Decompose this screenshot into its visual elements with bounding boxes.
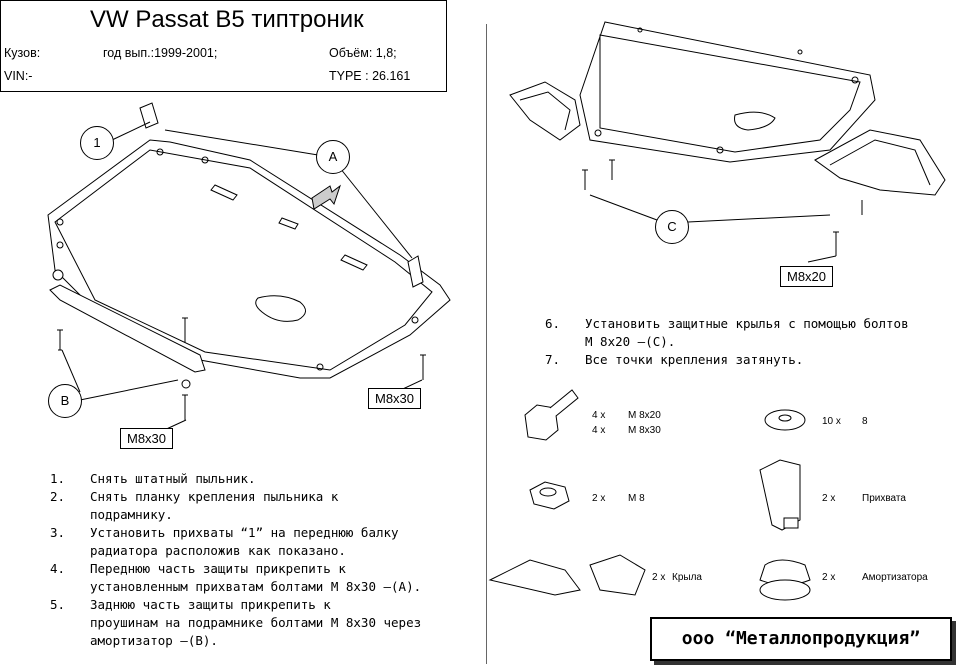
callout-a: A <box>316 140 350 174</box>
bolt-label-m8x20: M8x20 <box>780 266 834 287</box>
body-label: Кузов: <box>4 46 41 60</box>
page-title: VW Passat B5 типтроник <box>90 6 364 33</box>
steps-right: 6.Установить защитные крылья с помощью б… <box>545 316 909 367</box>
kit-washers-qty: 10 x <box>822 416 841 427</box>
kit-dampers-name: Амортизатора <box>862 572 928 583</box>
callout-b: B <box>48 384 82 418</box>
kit-bolts-name1: M 8x20 <box>628 410 661 421</box>
kit-nuts-qty: 2 x <box>592 493 606 504</box>
header-box <box>0 0 447 92</box>
kit-brackets-qty: 2 x <box>822 493 836 504</box>
bolt-label-m8x30-right: M8x30 <box>368 388 422 409</box>
kit-bolts-qty2: 4 x <box>592 425 606 436</box>
step-3: 3.Установить прихваты “1” на переднюю ба… <box>50 525 399 540</box>
callout-1: 1 <box>80 126 114 160</box>
column-divider <box>486 24 487 664</box>
steps-left: 1.Снять штатный пыльник. 2.Снять планку … <box>50 471 422 648</box>
kit-bolts-qty1: 4 x <box>592 410 606 421</box>
kit-icons <box>488 389 811 601</box>
step-7: 7.Все точки крепления затянуть. <box>545 352 804 367</box>
step-5: 5.Заднюю часть защиты прикрепить к <box>50 597 331 612</box>
skid-plate-drawing <box>47 102 451 433</box>
step-6: 6.Установить защитные крылья с помощью б… <box>545 316 909 331</box>
type-label: TYPE : 26.161 <box>329 69 411 83</box>
kit-washers-name: 8 <box>862 416 868 427</box>
kit-wings-qty: 2 x <box>652 572 666 583</box>
company-name: ооо “Металлопродукция” <box>650 617 952 661</box>
kit-bolts-name2: M 8x30 <box>628 425 661 436</box>
step-1: 1.Снять штатный пыльник. <box>50 471 256 486</box>
kit-nuts-name: M 8 <box>628 493 645 504</box>
kit-dampers-qty: 2 x <box>822 572 836 583</box>
plate-with-wings-drawing <box>509 21 946 263</box>
kit-wings-name: Крыла <box>672 572 702 583</box>
step-4: 4.Переднюю часть защиты прикрепить к <box>50 561 346 576</box>
callout-c: C <box>655 210 689 244</box>
vin-label: VIN:- <box>4 69 33 83</box>
bolt-label-m8x30-left: M8x30 <box>120 428 174 449</box>
volume-label: Объём: 1,8; <box>329 46 397 60</box>
kit-brackets-name: Прихвата <box>862 493 906 504</box>
year-label: год вып.:1999-2001; <box>103 46 218 60</box>
step-2: 2.Снять планку крепления пыльника к <box>50 489 339 504</box>
